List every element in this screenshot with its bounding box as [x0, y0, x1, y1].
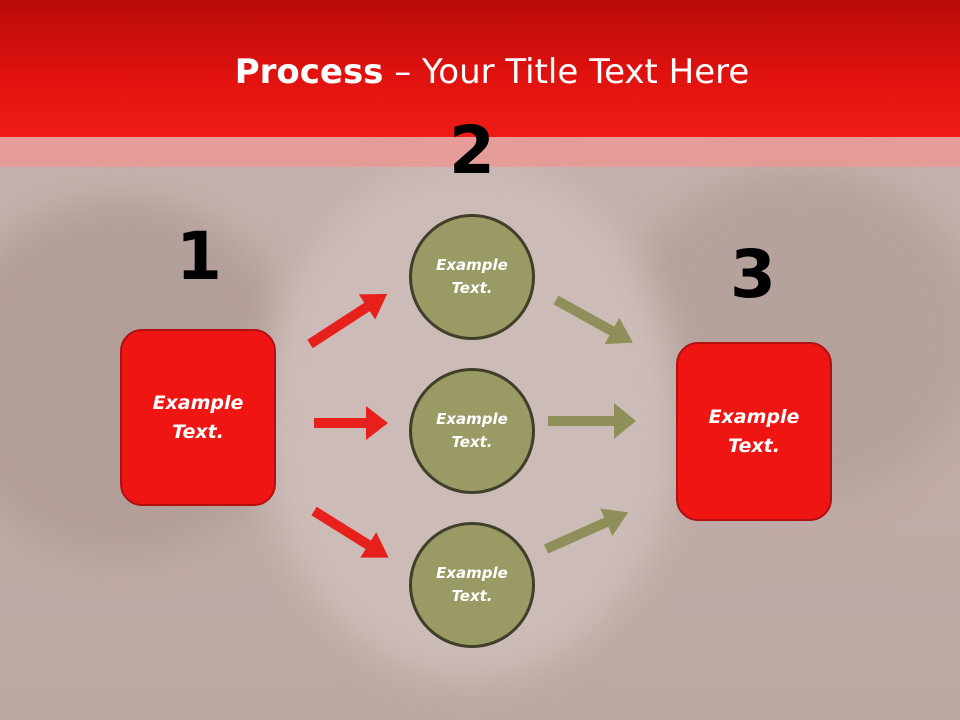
step-number-2: 2 [449, 112, 495, 189]
arrow-1-to-top [307, 293, 388, 349]
title-bar [0, 0, 960, 137]
step-number-3: 3 [730, 236, 776, 313]
circle-bottom-line1: Example [436, 564, 508, 582]
circle-top-line1: Example [436, 256, 508, 274]
arrow-top-to-3 [553, 295, 633, 345]
circle-bottom-line2: Text. [451, 587, 493, 605]
step-3-box-line2: Text. [728, 434, 780, 457]
step-1-box-line2: Text. [172, 420, 224, 443]
title-bold: Process [234, 52, 384, 92]
circle-middle-line1: Example [436, 410, 508, 428]
step-3-box-line1: Example [708, 405, 800, 428]
arrow-1-to-middle [314, 406, 388, 440]
arrow-middle-to-3 [548, 403, 636, 439]
title-bar-band [0, 137, 960, 167]
arrow-1-to-bottom [311, 506, 389, 558]
title-rest: – Your Title Text Here [383, 52, 750, 92]
step-1-box-line1: Example [152, 391, 244, 414]
step-number-1: 1 [176, 218, 222, 295]
circle-middle-line2: Text. [451, 433, 493, 451]
arrow-bottom-to-3 [543, 508, 629, 554]
circle-top-line2: Text. [451, 279, 493, 297]
slide-title: Process – Your Title Text Here [0, 52, 960, 92]
